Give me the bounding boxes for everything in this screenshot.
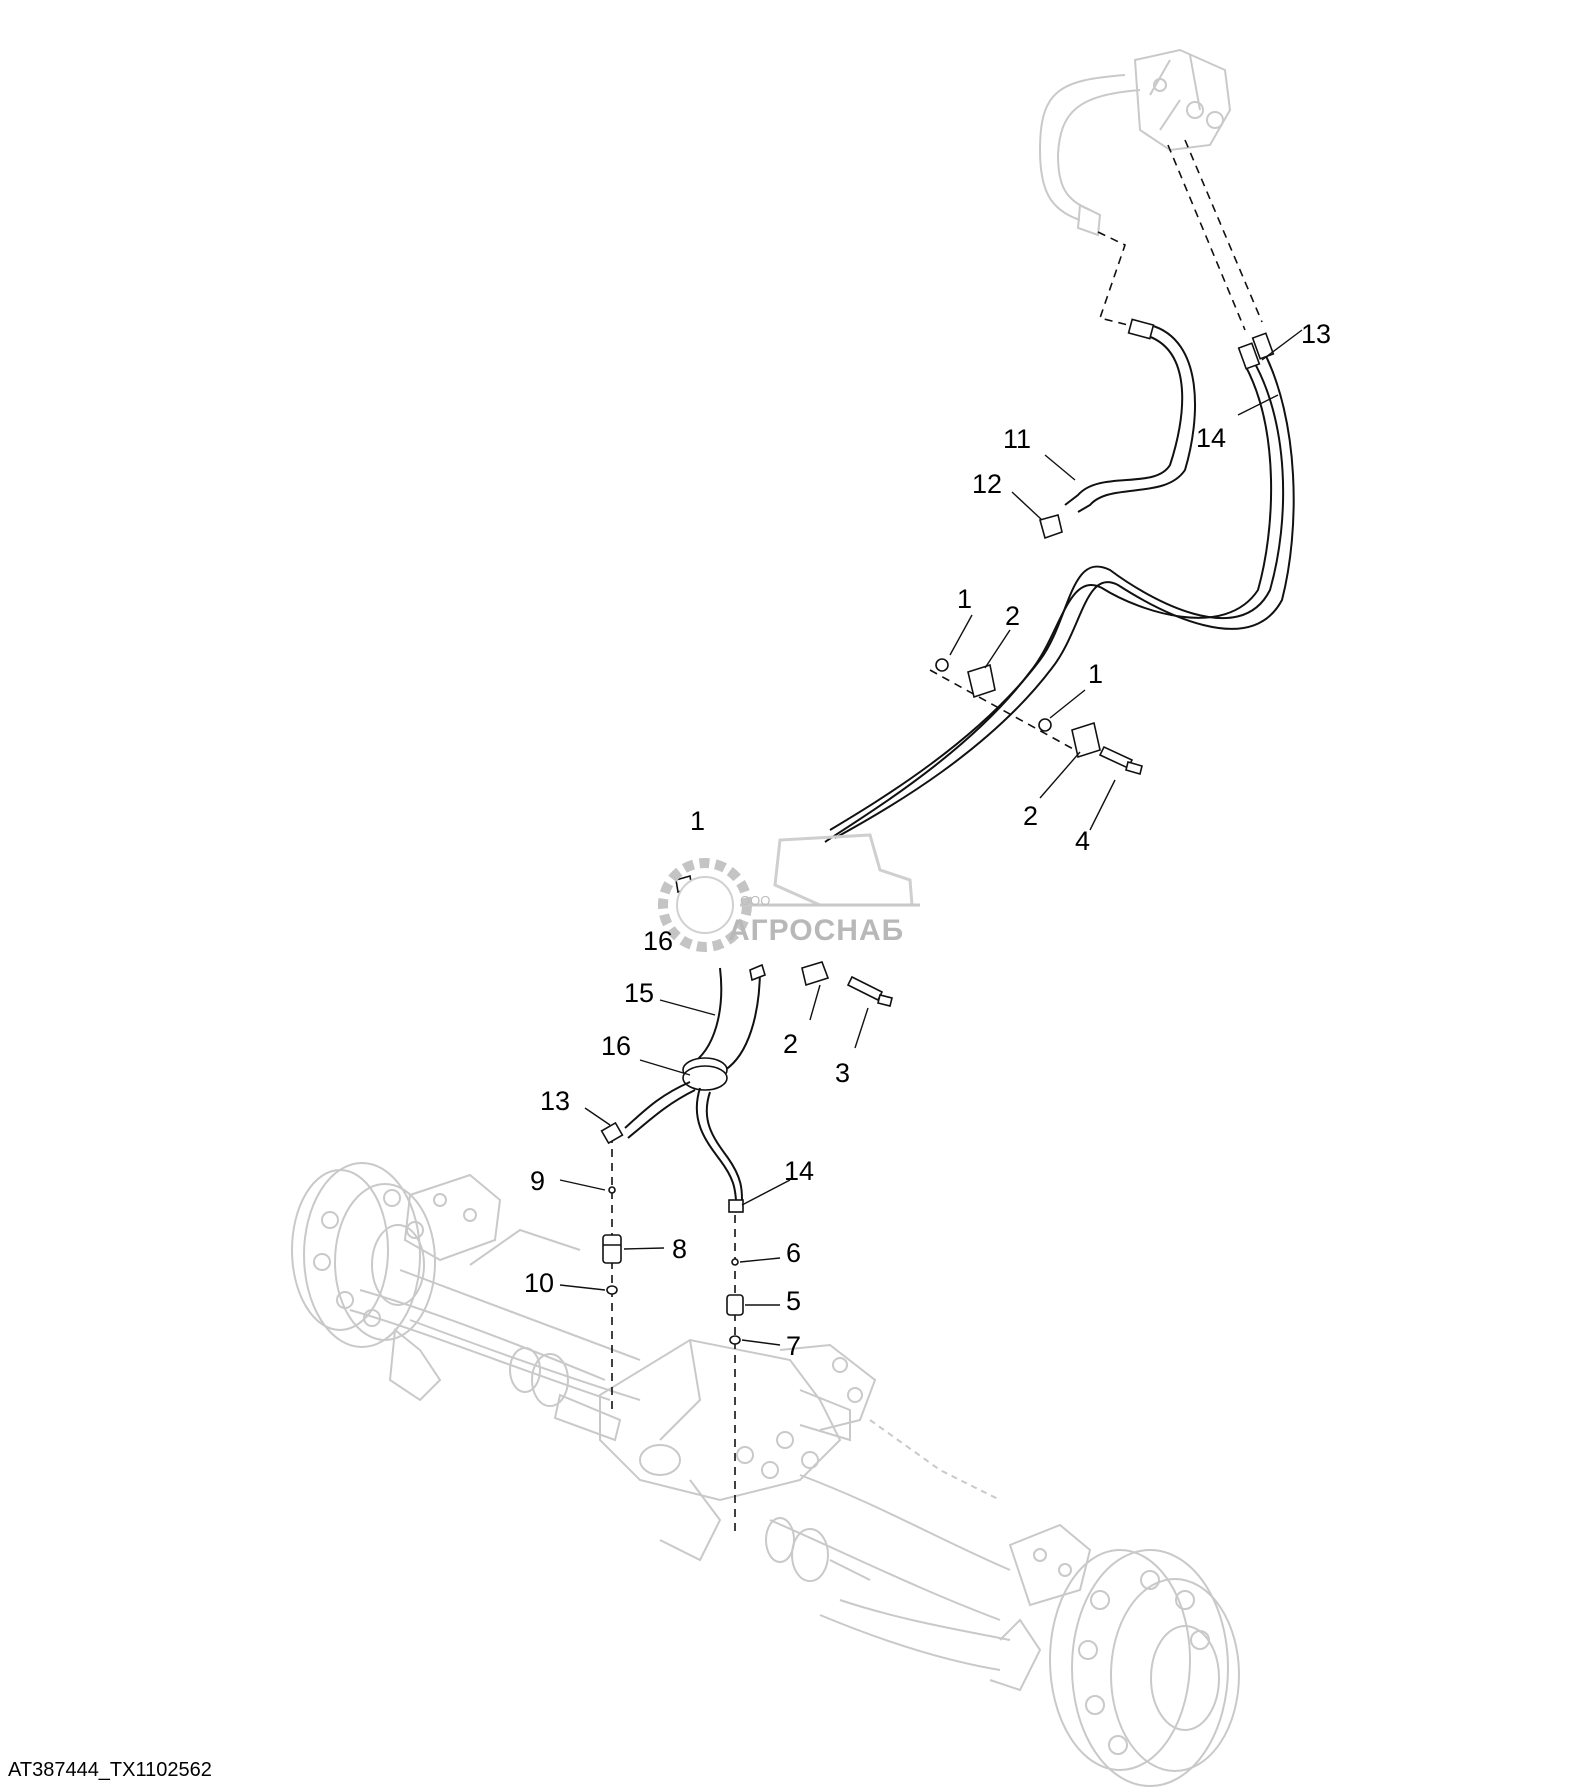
- assembly-lines: [611, 139, 1263, 1535]
- callout-16: 16: [643, 926, 673, 956]
- figure-id: AT387444_TX1102562: [8, 1759, 212, 1781]
- leader-lines: [559, 329, 1303, 1346]
- watermark-name: АГРОСНАБ: [728, 914, 904, 947]
- callout-1: 1: [690, 806, 705, 836]
- callout-1: 1: [1088, 659, 1103, 689]
- callout-14: 14: [1196, 423, 1226, 453]
- agrosnab-watermark: ООО АГРОСНАБ: [658, 833, 920, 952]
- hose-13-14-lower: [600, 1081, 744, 1213]
- steering-valve-ghost: [1038, 48, 1232, 237]
- callout-15: 15: [624, 978, 654, 1008]
- hose-15-lower: [682, 967, 761, 1091]
- callout-labels: 1 2 1 2 4 1 11 12 13 14 16 15 16 2 3 13 …: [524, 319, 1331, 1361]
- callout-8: 8: [672, 1234, 687, 1264]
- callout-11: 11: [1003, 424, 1031, 454]
- callout-5: 5: [786, 1286, 801, 1316]
- callout-4: 4: [1075, 826, 1090, 856]
- callout-1: 1: [957, 584, 972, 614]
- hose-13-14-upper: [824, 332, 1295, 843]
- callout-10: 10: [524, 1268, 554, 1298]
- fittings: [602, 514, 1143, 1345]
- callout-13: 13: [1301, 319, 1331, 349]
- callout-12: 12: [972, 469, 1002, 499]
- callout-3: 3: [835, 1058, 850, 1088]
- front-axle-ghost: [291, 1162, 1240, 1787]
- callout-7: 7: [786, 1331, 801, 1361]
- callout-9: 9: [530, 1166, 545, 1196]
- callout-6: 6: [786, 1238, 801, 1268]
- callout-14: 14: [784, 1156, 814, 1186]
- callout-13: 13: [540, 1086, 570, 1116]
- callout-2: 2: [1023, 801, 1038, 831]
- watermark-small-text: ООО: [740, 893, 770, 908]
- callout-16: 16: [601, 1031, 631, 1061]
- hose-11: [1064, 318, 1196, 513]
- callout-2: 2: [1005, 601, 1020, 631]
- callout-2: 2: [783, 1029, 798, 1059]
